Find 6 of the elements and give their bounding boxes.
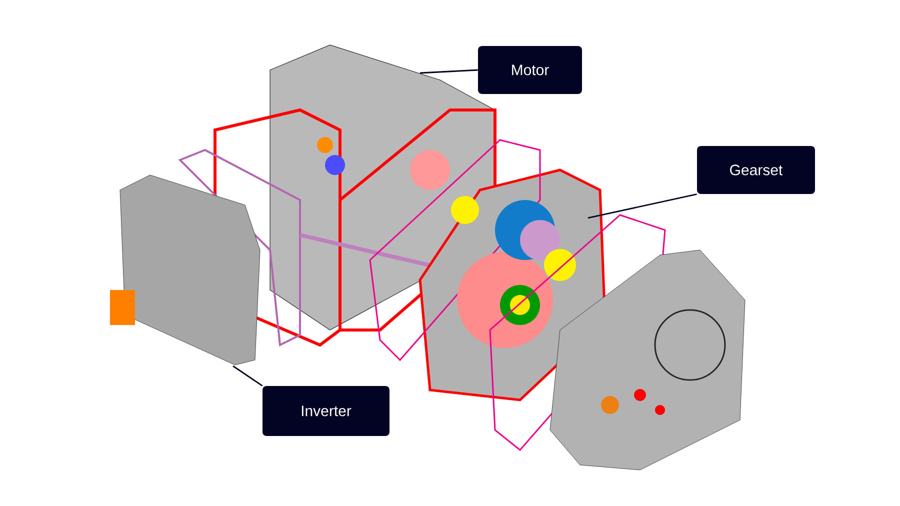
leader-line — [232, 365, 263, 386]
callout-label: Gearset — [697, 146, 815, 194]
callout-label: Motor — [478, 46, 582, 94]
leader-line — [420, 69, 478, 74]
leader-line — [588, 194, 697, 219]
callout-label: Inverter — [262, 386, 390, 436]
